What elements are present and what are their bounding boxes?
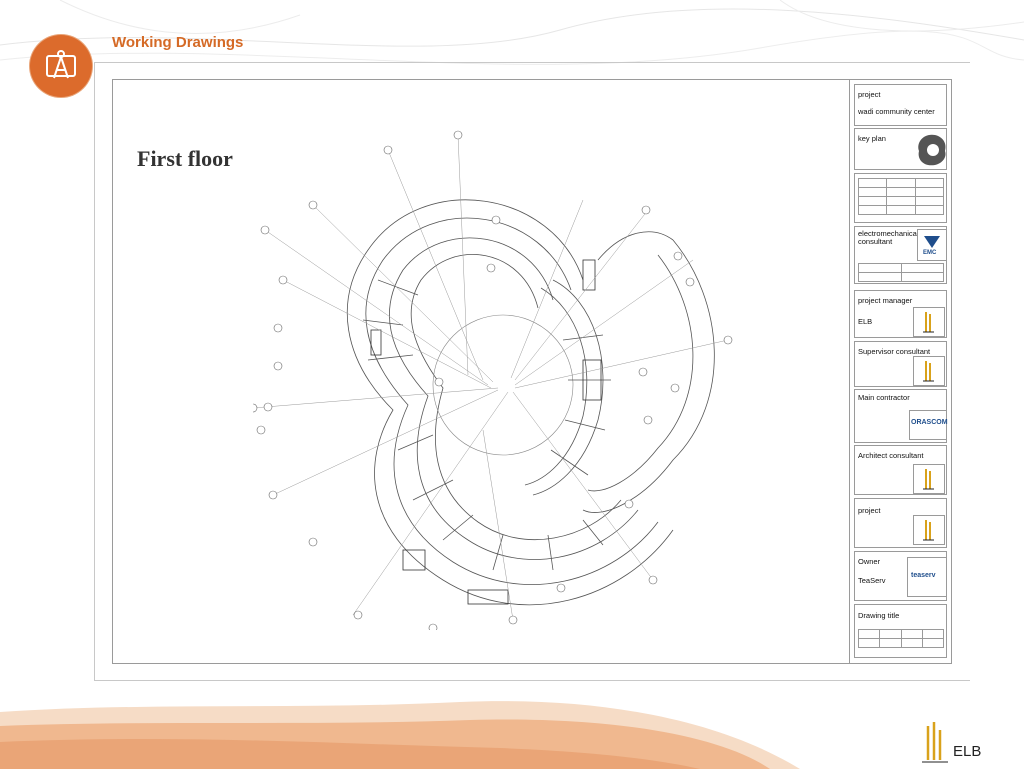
owner-logo-text: teaserv — [911, 572, 936, 579]
tb-drawing-title-label: Drawing title — [858, 611, 900, 620]
tb-contractor-label: Main contractor — [858, 393, 910, 402]
tb-project-label: project — [858, 90, 881, 99]
page-title: Working Drawings — [112, 34, 244, 51]
tb-revisions — [854, 173, 947, 223]
drawing-label: First floor — [137, 146, 233, 171]
emc-logo-mark — [924, 236, 940, 248]
tb-owner-label: Owner — [858, 557, 881, 566]
header-divider — [94, 62, 970, 63]
tb-architect: Architect consultant — [854, 445, 947, 495]
frame-bottom-rule — [94, 680, 970, 681]
emc-date-table — [858, 263, 944, 282]
elb-logo-mark — [923, 312, 934, 333]
floor-plan-drawing — [253, 130, 733, 630]
frame-left-rule — [94, 62, 95, 680]
tb-key-plan-label: key plan — [858, 134, 886, 143]
tb-key-plan: key plan — [854, 128, 947, 170]
tb-project2-label: project — [858, 506, 881, 515]
tb-architect-label: Architect consultant — [858, 451, 924, 460]
tb-supervisor: Supervisor consultant — [854, 341, 947, 387]
tb-emc: electromechanical consultant EMC — [854, 226, 947, 284]
tb-owner-name: TeaServ — [858, 576, 886, 585]
tb-pm-name: ELB — [858, 317, 873, 326]
elb-logo-mark — [923, 361, 934, 382]
tb-project-manager: project manager ELB — [854, 290, 947, 338]
owner-logo: teaserv — [907, 557, 947, 597]
revisions-table — [857, 178, 945, 215]
elb-logo-mark — [923, 520, 934, 541]
tb-owner: Owner TeaServ teaserv — [854, 551, 947, 601]
contractor-logo: ORASCOM — [909, 410, 948, 440]
tb-pm-label: project manager — [858, 296, 913, 305]
tb-drawing-title: Drawing title — [854, 604, 947, 658]
title-block: project wadi community center key plan e… — [849, 80, 951, 663]
drawing-info-table — [857, 629, 945, 648]
drawing-sheet: First floor — [112, 79, 952, 664]
footer-waves — [0, 701, 800, 769]
tb-supervisor-label: Supervisor consultant — [858, 347, 931, 356]
section-logo — [30, 35, 92, 97]
elb-brand-icon — [922, 722, 948, 763]
tb-project: project wadi community center — [854, 84, 947, 126]
emc-logo-text: EMC — [923, 250, 937, 256]
tb-emc-label: electromechanical consultant — [858, 229, 919, 246]
architect-logo — [913, 464, 945, 494]
contractor-logo-text: ORASCOM — [911, 419, 948, 426]
elb-logo-mark — [923, 469, 934, 490]
pm-logo — [913, 307, 945, 337]
supervisor-logo — [913, 356, 945, 386]
tb-project-name: wadi community center — [858, 107, 935, 116]
footer-brand: ELB — [953, 743, 982, 760]
tb-contractor: Main contractor ORASCOM — [854, 389, 948, 443]
project-logo — [913, 515, 945, 545]
drafting-compass-icon — [46, 50, 76, 79]
tb-project-2: project — [854, 498, 947, 548]
emc-logo: EMC — [917, 229, 947, 261]
key-plan-thumbnail — [918, 134, 946, 166]
